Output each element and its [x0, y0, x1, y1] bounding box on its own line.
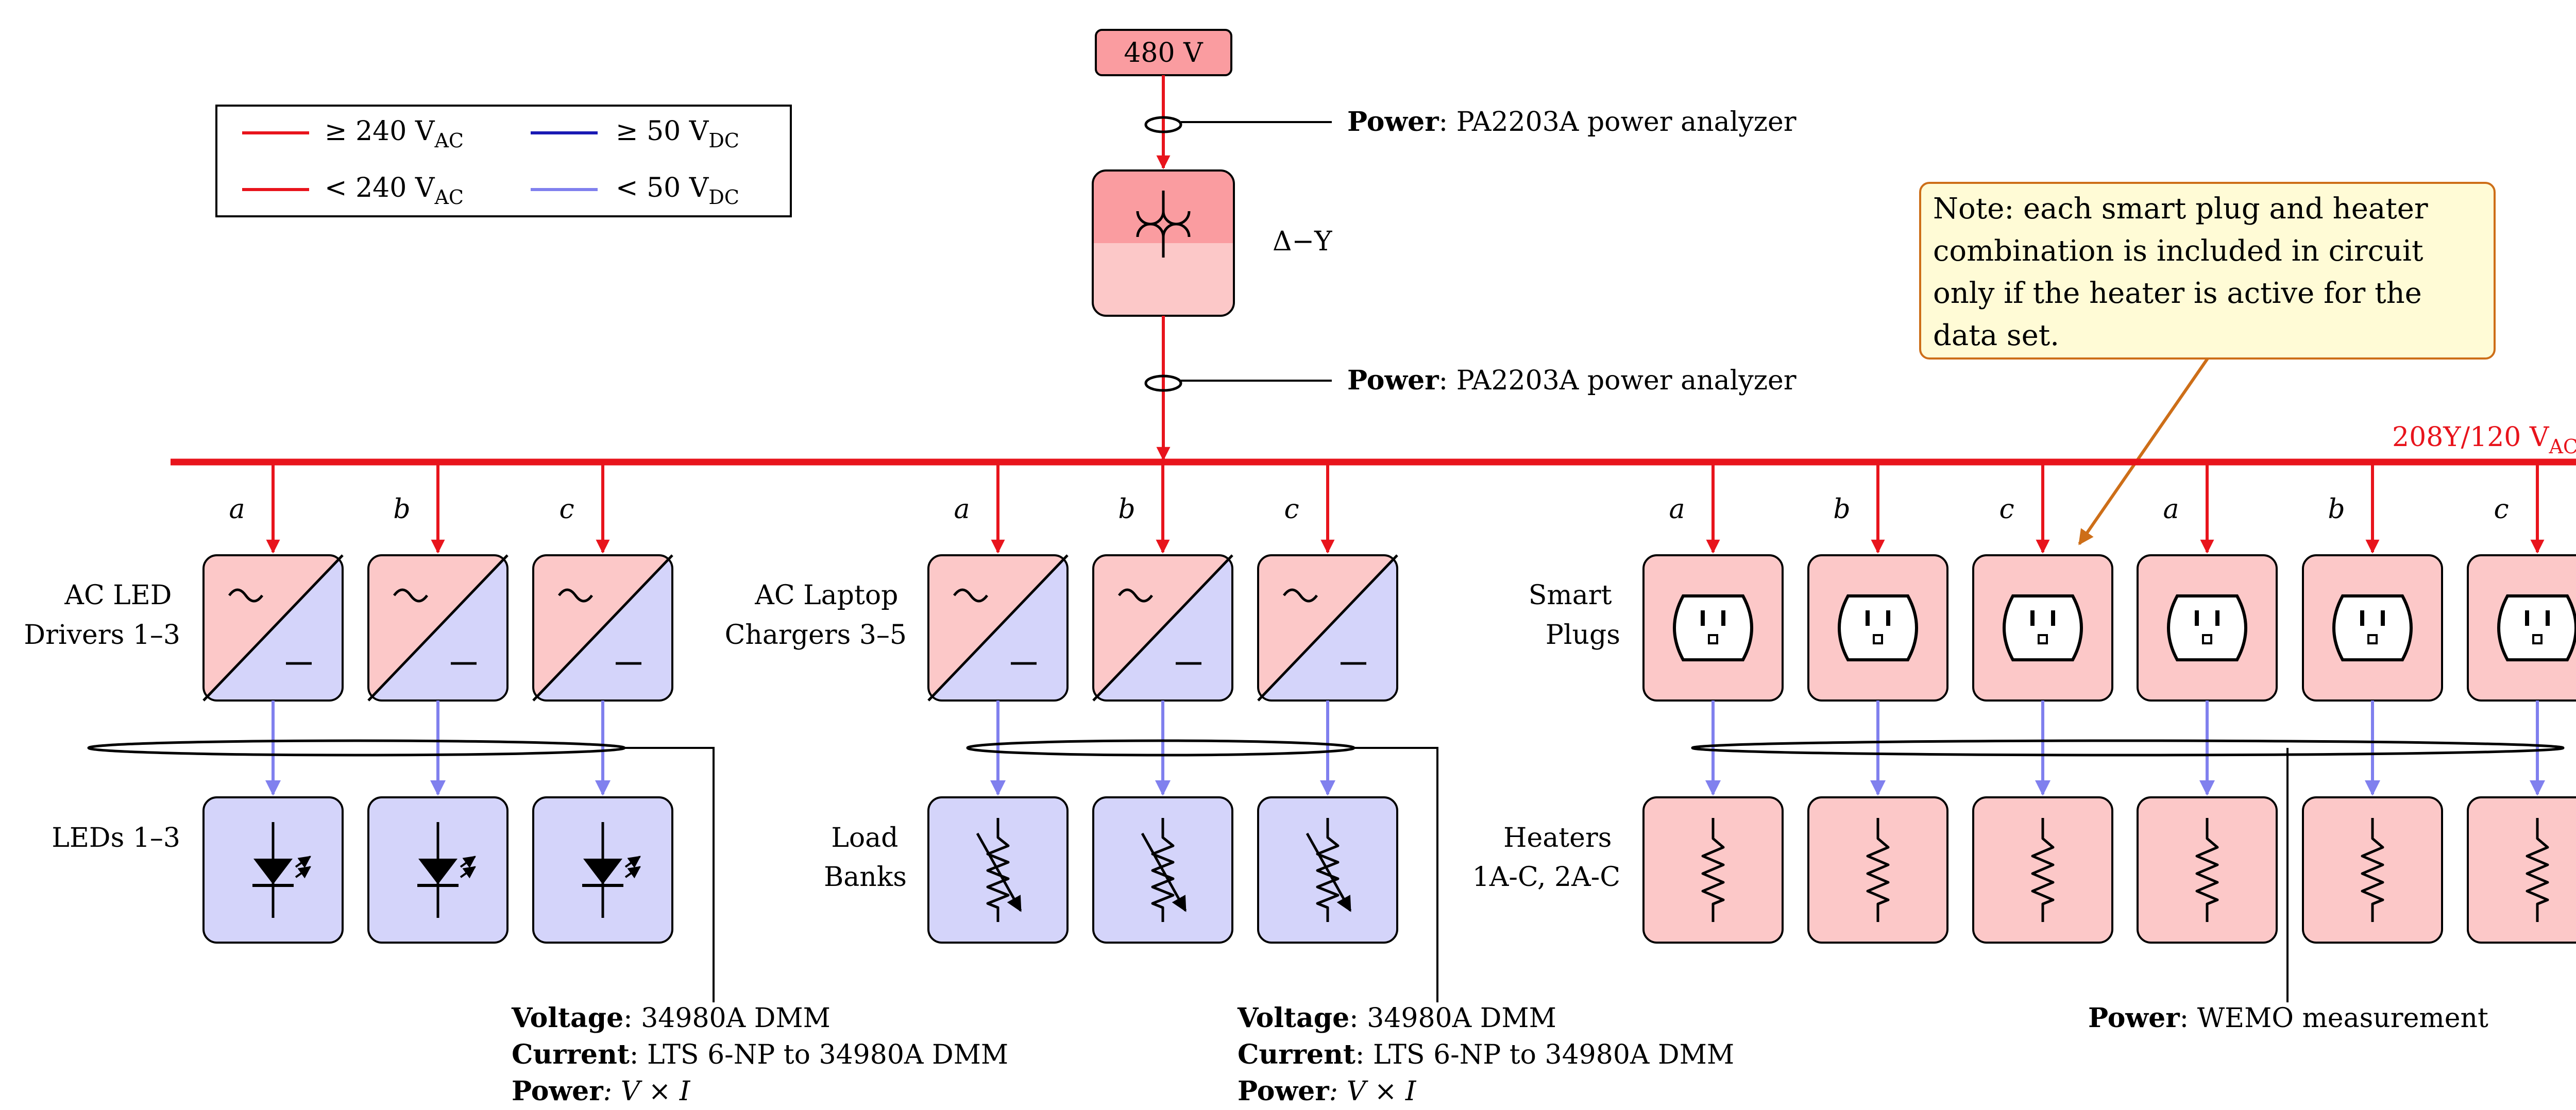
ac-symbol-icon: [228, 588, 264, 603]
heater-label: Heaters 1A-C, 2A-C: [1472, 823, 1620, 893]
legend-label-lv-dc: < 50 VDC: [616, 173, 739, 209]
ac-symbol-icon: [557, 588, 594, 603]
plug-2-phase-label: b: [1833, 494, 1850, 525]
resistor-icon: [1701, 818, 1725, 922]
outlet-icon: [2497, 594, 2576, 661]
transformer-icon: [1136, 191, 1191, 258]
ac-symbol-icon: [953, 588, 989, 603]
resistor-icon: [1866, 818, 1890, 922]
plug-1-phase-label: a: [1669, 494, 1685, 525]
note-pointer: [2078, 357, 2209, 545]
smart-plug-label: Smart Plugs: [1529, 580, 1620, 651]
variable-resistor-icon: [976, 818, 1022, 922]
resistor-icon: [2195, 818, 2219, 922]
led-3-phase-label: c: [559, 494, 574, 525]
ac-symbol-icon: [393, 588, 429, 603]
led-2-phase-label: b: [393, 494, 410, 525]
plug-6-phase-label: c: [2494, 494, 2509, 525]
laptop-measurement-text: Voltage: 34980A DMM Current: LTS 6-NP to…: [1237, 1002, 1743, 1107]
plug-5-phase-label: b: [2328, 494, 2345, 525]
outlet-icon: [1673, 594, 1753, 661]
plug-sensor-loop: [1691, 739, 2565, 757]
note-callout: Note: each smart plug and heater combina…: [1919, 182, 2496, 545]
led-measurement-text: Voltage: 34980A DMM Current: LTS 6-NP to…: [511, 1002, 1017, 1107]
laptop-sensor-loop: [966, 739, 1355, 757]
led-1-phase-label: a: [229, 494, 245, 525]
led-driver-label: AC LED Drivers 1–3: [24, 580, 180, 651]
current-sensor-top: [1144, 116, 1182, 133]
legend: ≥ 240 VAC < 240 VAC ≥ 50 VDC < 50 VDC: [215, 105, 792, 217]
outlet-icon: [2003, 594, 2083, 661]
variable-resistor-icon: [1306, 818, 1352, 922]
laptop-3-phase-label: a: [954, 494, 970, 525]
laptop-charger-label: AC Laptop Chargers 3–5: [725, 580, 907, 651]
led-load-label: LEDs 1–3: [52, 823, 180, 853]
laptop-sensor-lead: [1354, 747, 1438, 1002]
legend-label-hv-dc: ≥ 50 VDC: [616, 116, 739, 152]
led-current-sensor: [87, 739, 715, 1002]
meter-top-label: Power: PA2203A power analyzer: [1347, 106, 1797, 138]
legend-frame: [215, 105, 792, 217]
meter-mid-label: Power: PA2203A power analyzer: [1347, 365, 1797, 396]
variable-resistor-icon: [1141, 818, 1187, 922]
resistor-icon: [2031, 818, 2055, 922]
ac-symbol-icon: [1282, 588, 1318, 603]
transformer-label: Δ−Y: [1273, 226, 1332, 257]
load-bank-label: Load Banks: [824, 823, 907, 893]
plug-current-sensor: [1691, 739, 2565, 1002]
outlet-icon: [2167, 594, 2247, 661]
led-icon: [582, 822, 641, 918]
transformer: [1092, 169, 1235, 317]
plug-4-phase-label: a: [2163, 494, 2179, 525]
led-sensor-lead: [624, 747, 715, 1002]
resistor-icon: [2361, 818, 2384, 922]
laptop-5-phase-label: c: [1284, 494, 1299, 525]
led-group: a b c: [202, 465, 673, 944]
plug-3-phase-label: c: [1999, 494, 2014, 525]
plug-6-heater-box: [2467, 796, 2576, 944]
outlet-icon: [2332, 594, 2413, 661]
source-label: 480 V: [1124, 38, 1204, 69]
ac-symbol-icon: [1117, 588, 1154, 603]
legend-label-hv-ac: ≥ 240 VAC: [325, 116, 464, 152]
led-icon: [417, 822, 476, 918]
laptop-group: a b c: [927, 465, 1398, 944]
legend-label-lv-ac: < 240 VAC: [325, 173, 464, 209]
laptop-4-phase-label: b: [1118, 494, 1135, 525]
source-480v: 480 V: [1095, 29, 1232, 76]
bus-label: 208Y/120 VAC: [2392, 422, 2576, 458]
plug-measurement-text: Power: WEMO measurement: [2088, 1002, 2488, 1034]
laptop-current-sensor: [966, 739, 1438, 1002]
led-sensor-loop: [87, 739, 626, 757]
led-icon: [252, 822, 311, 918]
outlet-icon: [1838, 594, 1918, 661]
note-text: Note: each smart plug and heater combina…: [1933, 192, 2437, 352]
current-sensor-mid: [1144, 374, 1182, 392]
resistor-icon: [2526, 818, 2549, 922]
